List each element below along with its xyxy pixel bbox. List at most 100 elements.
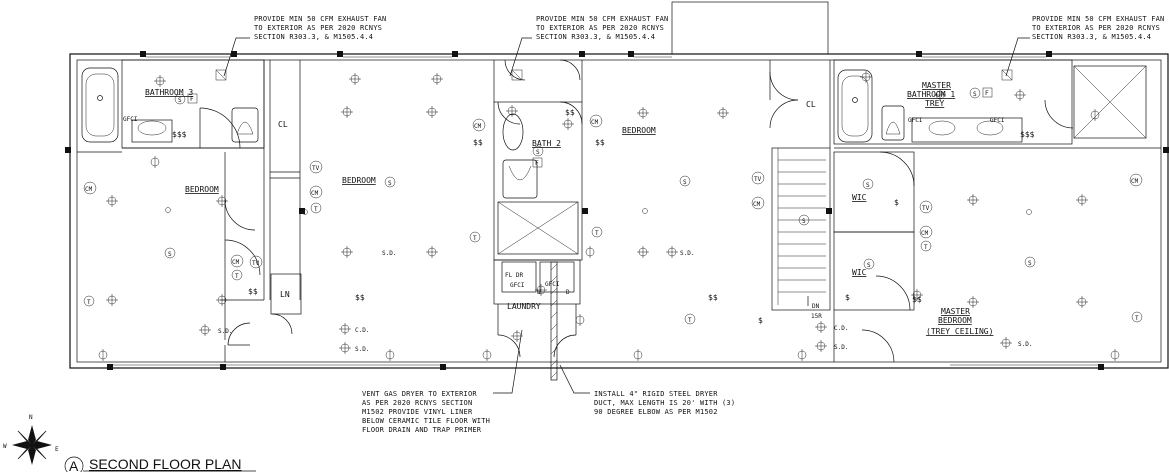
room-label-master-bath-3: TREY	[925, 99, 944, 108]
svg-text:$$: $$	[355, 293, 365, 302]
interior-walls	[77, 59, 1161, 362]
dryer-duct	[550, 261, 558, 381]
svg-text:FLOOR DRAIN AND TRAP PRIMER: FLOOR DRAIN AND TRAP PRIMER	[362, 426, 482, 434]
svg-text:TV: TV	[312, 165, 320, 172]
svg-text:T: T	[688, 317, 692, 324]
svg-text:DN: DN	[812, 303, 820, 310]
svg-text:$$: $$	[595, 138, 605, 147]
title-marker: A	[69, 458, 79, 472]
svg-text:CM: CM	[232, 259, 240, 266]
svg-text:$$: $$	[912, 295, 922, 304]
svg-text:T: T	[1135, 315, 1139, 322]
svg-text:S: S	[866, 182, 870, 189]
svg-text:PROVIDE MIN 50 CFM EXHAUST FAN: PROVIDE MIN 50 CFM EXHAUST FAN	[536, 15, 668, 23]
compass-e: E	[55, 446, 59, 453]
svg-text:C.D.: C.D.	[834, 325, 848, 332]
svg-text:T: T	[924, 244, 928, 251]
room-label-bedroom-center: BEDROOM	[622, 126, 656, 135]
room-label-cl-right: CL	[806, 100, 816, 109]
svg-text:$$$: $$$	[172, 130, 187, 139]
room-labels: BATHROOM 3 BEDROOM BEDROOM BATH 2 BEDROO…	[145, 81, 993, 336]
svg-text:GFCI: GFCI	[123, 116, 138, 123]
svg-text:$: $	[894, 198, 899, 207]
light-fixtures	[106, 71, 1088, 354]
note-exhaust-center: PROVIDE MIN 50 CFM EXHAUST FAN TO EXTERI…	[536, 15, 668, 41]
svg-text:AS PER 2020 RCNYS SECTION: AS PER 2020 RCNYS SECTION	[362, 399, 472, 407]
svg-text:$$: $$	[248, 287, 258, 296]
electrical-symbols: S S S S S S S S S S F F F T T T T T T T …	[83, 87, 1143, 353]
svg-text:S: S	[1028, 260, 1032, 267]
svg-text:SECTION R303.3, & M1505.4.4: SECTION R303.3, & M1505.4.4	[254, 33, 373, 41]
room-label-master-bed-1: MASTER	[941, 307, 970, 316]
compass-w: W	[3, 443, 7, 450]
title-text: SECOND FLOOR PLAN	[89, 456, 241, 472]
room-label-master-bath-1: MASTER	[922, 81, 951, 90]
svg-text:S: S	[178, 97, 182, 104]
svg-text:S: S	[973, 91, 977, 98]
svg-text:PROVIDE MIN 50 CFM EXHAUST FAN: PROVIDE MIN 50 CFM EXHAUST FAN	[1032, 15, 1164, 23]
svg-text:CM: CM	[85, 186, 93, 193]
svg-text:$$$: $$$	[1020, 130, 1035, 139]
room-label-cl-left: CL	[278, 120, 288, 129]
note-vent-dryer: VENT GAS DRYER TO EXTERIOR AS PER 2020 R…	[362, 390, 490, 434]
svg-text:T: T	[314, 206, 318, 213]
exhaust-fans	[215, 69, 1013, 81]
svg-text:CM: CM	[311, 190, 319, 197]
svg-text:CM: CM	[1131, 178, 1139, 185]
room-label-bath2: BATH 2	[532, 139, 561, 148]
svg-text:15R: 15R	[811, 313, 822, 320]
room-label-wic-upper: WIC	[852, 193, 867, 202]
note-exhaust-right: PROVIDE MIN 50 CFM EXHAUST FAN TO EXTERI…	[1032, 15, 1164, 41]
svg-text:BELOW CERAMIC TILE FLOOR WITH: BELOW CERAMIC TILE FLOOR WITH	[362, 417, 490, 425]
room-label-w: W	[537, 289, 541, 296]
svg-text:S.D.: S.D.	[1018, 341, 1032, 348]
svg-text:S.D.: S.D.	[382, 250, 396, 257]
room-label-d: D	[566, 289, 570, 296]
svg-text:S: S	[536, 149, 540, 156]
svg-text:T: T	[473, 235, 477, 242]
svg-text:TO EXTERIOR AS PER 2020 RCNYS: TO EXTERIOR AS PER 2020 RCNYS	[254, 24, 382, 32]
svg-text:$$: $$	[473, 138, 483, 147]
svg-text:S: S	[388, 180, 392, 187]
svg-text:$$: $$	[565, 108, 575, 117]
room-label-ln: LN	[280, 290, 290, 299]
note-exhaust-left: PROVIDE MIN 50 CFM EXHAUST FAN TO EXTERI…	[254, 15, 386, 41]
svg-text:SECTION R303.3, & M1505.4.4: SECTION R303.3, & M1505.4.4	[536, 33, 655, 41]
svg-text:F: F	[190, 96, 194, 103]
svg-text:S: S	[802, 218, 806, 225]
svg-text:$$: $$	[708, 293, 718, 302]
svg-text:T: T	[595, 230, 599, 237]
svg-text:INSTALL 4" RIGID STEEL DRYER: INSTALL 4" RIGID STEEL DRYER	[594, 390, 718, 398]
svg-text:M1502 PROVIDE VINYL LINER: M1502 PROVIDE VINYL LINER	[362, 408, 473, 416]
svg-text:CM: CM	[591, 119, 599, 126]
svg-text:S: S	[168, 251, 172, 258]
svg-text:SECTION R303.3, & M1505.4.4: SECTION R303.3, & M1505.4.4	[1032, 33, 1151, 41]
svg-text:S.D.: S.D.	[218, 328, 232, 335]
svg-text:CM: CM	[753, 201, 761, 208]
svg-text:TO EXTERIOR AS PER 2020 RCNYS: TO EXTERIOR AS PER 2020 RCNYS	[536, 24, 664, 32]
svg-text:S.D.: S.D.	[834, 344, 848, 351]
svg-text:F: F	[535, 160, 539, 167]
room-label-master-bed-2: BEDROOM	[938, 316, 972, 325]
svg-text:S.D.: S.D.	[680, 250, 694, 257]
fixtures	[81, 67, 1023, 293]
svg-text:T: T	[235, 273, 239, 280]
room-label-master-bed-3: (TREY CEILING)	[926, 327, 993, 336]
room-label-laundry: LAUNDRY	[507, 302, 541, 311]
svg-text:S: S	[683, 179, 687, 186]
svg-text:S: S	[867, 262, 871, 269]
svg-text:C.D.: C.D.	[355, 327, 369, 334]
outlets	[98, 109, 1120, 361]
svg-text:TV: TV	[922, 205, 930, 212]
svg-text:GFCI: GFCI	[545, 281, 560, 288]
svg-text:GFCI: GFCI	[990, 117, 1005, 124]
svg-text:TV: TV	[754, 176, 762, 183]
svg-text:TO EXTERIOR AS PER 2020 RCNYS: TO EXTERIOR AS PER 2020 RCNYS	[1032, 24, 1160, 32]
svg-text:GFCI: GFCI	[510, 282, 525, 289]
room-label-bathroom3: BATHROOM 3	[145, 88, 193, 97]
svg-text:$: $	[758, 316, 763, 325]
doors	[199, 59, 1074, 363]
leader-lines	[223, 37, 1030, 394]
